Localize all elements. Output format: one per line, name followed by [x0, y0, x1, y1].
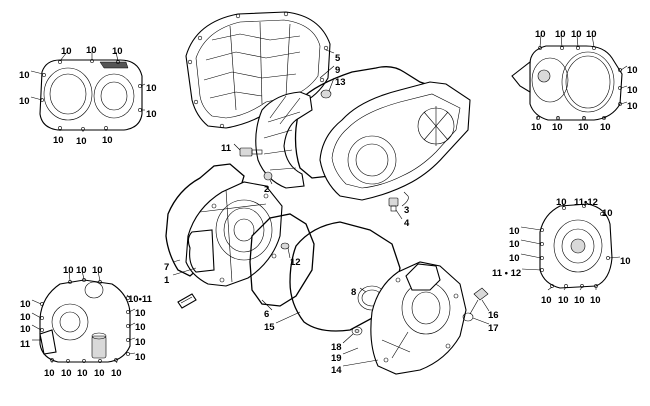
callout-label: 8 — [351, 287, 356, 298]
leader-lines — [30, 34, 628, 367]
callout-label: 10 — [53, 135, 64, 146]
callout-label: 10 — [627, 85, 638, 96]
callout-label: 10 — [61, 368, 72, 379]
callout-label: 10 — [590, 295, 601, 306]
callout-label: 10 — [77, 368, 88, 379]
callout-label: 10 — [602, 208, 613, 219]
callout-label: 10 — [509, 239, 520, 250]
callout-label: 10 — [61, 46, 72, 57]
callout-label: 5 — [335, 53, 341, 64]
callout-label: 10 — [620, 256, 631, 267]
dowel-12 — [280, 242, 290, 250]
callout-label: 10 — [135, 352, 146, 363]
callout-label: 10 — [531, 122, 542, 133]
callout-label: 10 — [600, 122, 611, 133]
callout-label: 15 — [264, 322, 275, 333]
callout-label: 10 — [586, 29, 597, 40]
callout-label: 10 — [86, 45, 97, 56]
callout-label: 10 — [92, 265, 103, 276]
callout-label: 10 — [20, 299, 31, 310]
callout-label: 10 — [44, 368, 55, 379]
callout-label: 10 — [63, 265, 74, 276]
callout-label: 18 — [331, 342, 342, 353]
callout-label: 6 — [264, 309, 269, 320]
callout-label: 10 — [19, 70, 30, 81]
clutch-housing-cover — [185, 181, 283, 287]
callout-label: 7 — [164, 262, 169, 273]
callout-label: 10 — [627, 101, 638, 112]
dipstick-16 — [469, 287, 489, 315]
callout-label: 10 — [541, 295, 552, 306]
callout-label: 11 — [221, 143, 232, 154]
callout-label: 10 — [111, 368, 122, 379]
callout-label: 4 — [404, 218, 410, 229]
callout-label: 10 — [627, 65, 638, 76]
callout-label: 10 — [112, 46, 123, 57]
callout-label: 10 — [20, 324, 31, 335]
callout-label: 10 — [558, 295, 569, 306]
washer-18 — [351, 326, 363, 336]
callout-label: 16 — [488, 310, 499, 321]
callout-label: 11•12 — [574, 197, 598, 208]
callout-label: 10 — [76, 136, 87, 147]
callout-label: 10 — [135, 322, 146, 333]
callout-label: 1 — [164, 275, 170, 286]
callout-label: 10 — [146, 109, 157, 120]
callout-label: 10 — [509, 253, 520, 264]
gasket-15 — [289, 221, 401, 332]
bolt-4 — [388, 197, 399, 212]
o-ring-17 — [462, 312, 474, 322]
callout-label: 13 — [335, 77, 346, 88]
callout-label: 10•11 — [128, 294, 153, 305]
callout-label: 10 — [20, 312, 31, 323]
callout-label: 17 — [488, 323, 499, 334]
magneto-cover-small-view — [511, 45, 623, 121]
callout-label: 19 — [331, 353, 342, 364]
callout-label: 10 — [19, 96, 30, 107]
callout-label: 10 — [509, 226, 520, 237]
callout-label: 10 — [578, 122, 589, 133]
callout-label: 10 — [555, 29, 566, 40]
callout-label: 10 — [552, 122, 563, 133]
callout-label: 10 — [76, 265, 87, 276]
callout-label: 11 • 12 — [492, 268, 521, 279]
bottom-left-cover-small-view — [39, 278, 131, 363]
air-duct-cover — [255, 91, 313, 189]
callout-label: 10 — [102, 135, 113, 146]
callout-label: 10 — [146, 83, 157, 94]
generator-cover-14 — [370, 261, 467, 375]
callout-label: 10 — [574, 295, 585, 306]
callout-label: 11 — [20, 339, 31, 350]
callout-label: 9 — [335, 65, 340, 76]
callout-label: 14 — [331, 365, 342, 376]
clutch-cover-small-view — [39, 59, 143, 131]
bolt-11 — [239, 147, 263, 157]
callout-label: 10 — [535, 29, 546, 40]
callout-label: 3 — [404, 205, 409, 216]
callout-label: 2 — [264, 184, 269, 195]
front-direction-arrow — [177, 293, 197, 309]
callout-label: 10 — [571, 29, 582, 40]
callout-label: 10 — [135, 308, 146, 319]
callout-label: 10 — [94, 368, 105, 379]
callout-label: 10 — [135, 337, 146, 348]
cvt-inner-cover — [319, 81, 471, 201]
callout-label: 10 — [556, 197, 567, 208]
callout-label: 12 — [290, 257, 301, 268]
gasket-6 — [249, 213, 315, 307]
plug-13 — [320, 89, 332, 99]
